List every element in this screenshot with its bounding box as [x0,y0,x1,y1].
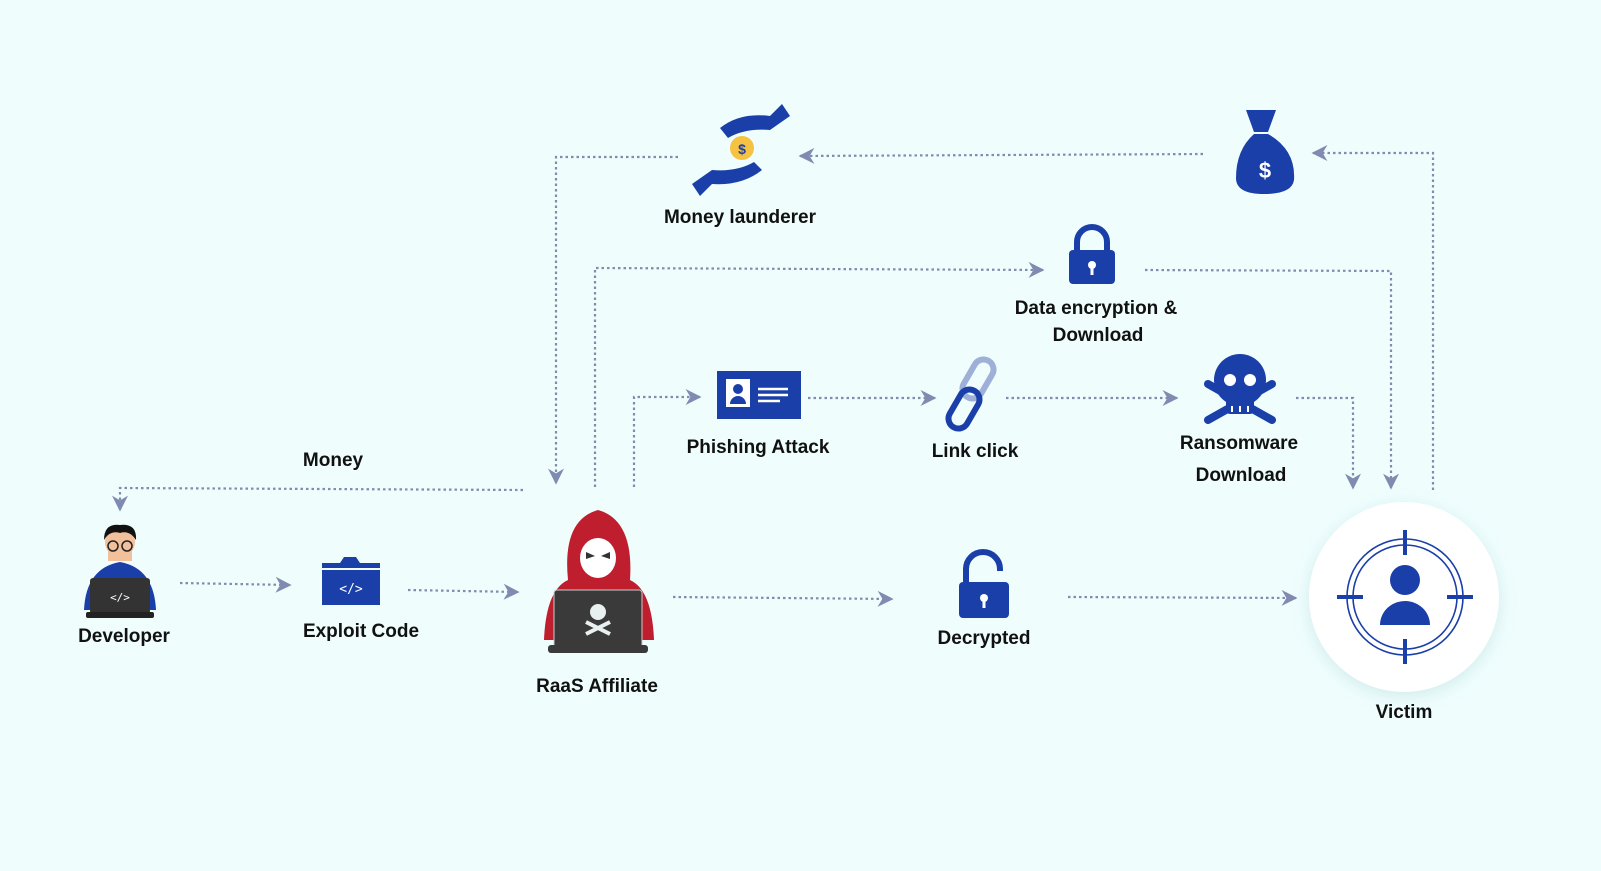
hooded-hacker-icon [544,510,654,653]
node-label-data-encryption-1: Data encryption & [1014,298,1178,319]
hands-coin-icon: $ [692,104,790,196]
money-bag-icon: $ [1236,110,1295,194]
arrow-raas-to-phishing [632,389,702,487]
arrow-moneybag-to-launderer [798,147,1204,164]
code-folder-icon: </> [322,557,380,605]
node-label-decrypted: Decrypted [937,628,1031,649]
node-label-ransomware-1: Ransomware [1179,433,1299,454]
unlocked-padlock-icon [959,549,1009,618]
arrow-decrypted-to-victim [1067,589,1298,606]
node-label-link-click: Link click [931,441,1019,462]
arrow-raas-to-encryption [593,261,1045,487]
node-label-developer: Developer [78,626,170,647]
arrow-money-to-developer [112,486,524,512]
arrow-launderer-to-raas [548,155,678,485]
arrow-raas-to-decrypted [672,590,894,607]
svg-text:</>: </> [339,582,363,597]
padlock-icon [1069,224,1115,284]
arrow-encryption-to-victim [1144,268,1399,490]
edges [112,145,1435,607]
chain-link-icon [945,356,997,432]
arrow-exploit-to-raas [407,583,520,600]
id-card-icon [717,371,801,419]
skull-crossbones-icon [1204,354,1276,424]
svg-text:$: $ [1259,158,1271,183]
node-label-ransomware-2: Download [1195,465,1287,486]
node-label-victim: Victim [1375,702,1433,723]
node-label-raas-affiliate: RaaS Affiliate [536,676,658,697]
node-label-data-encryption-2: Download [1052,325,1144,346]
svg-text:</>: </> [110,591,130,604]
node-label-money-launderer: Money launderer [663,207,817,228]
node-label-phishing-attack: Phishing Attack [686,437,830,458]
edge-label-money: Money [302,450,364,471]
svg-text:$: $ [738,141,746,157]
arrow-victim-to-moneybag [1311,145,1435,490]
arrow-developer-to-exploit [179,576,292,593]
arrow-ransomware-to-victim [1296,396,1361,490]
node-label-exploit-code: Exploit Code [302,621,420,642]
developer-laptop-icon: </> [84,524,156,618]
target-person-icon [1309,502,1499,692]
